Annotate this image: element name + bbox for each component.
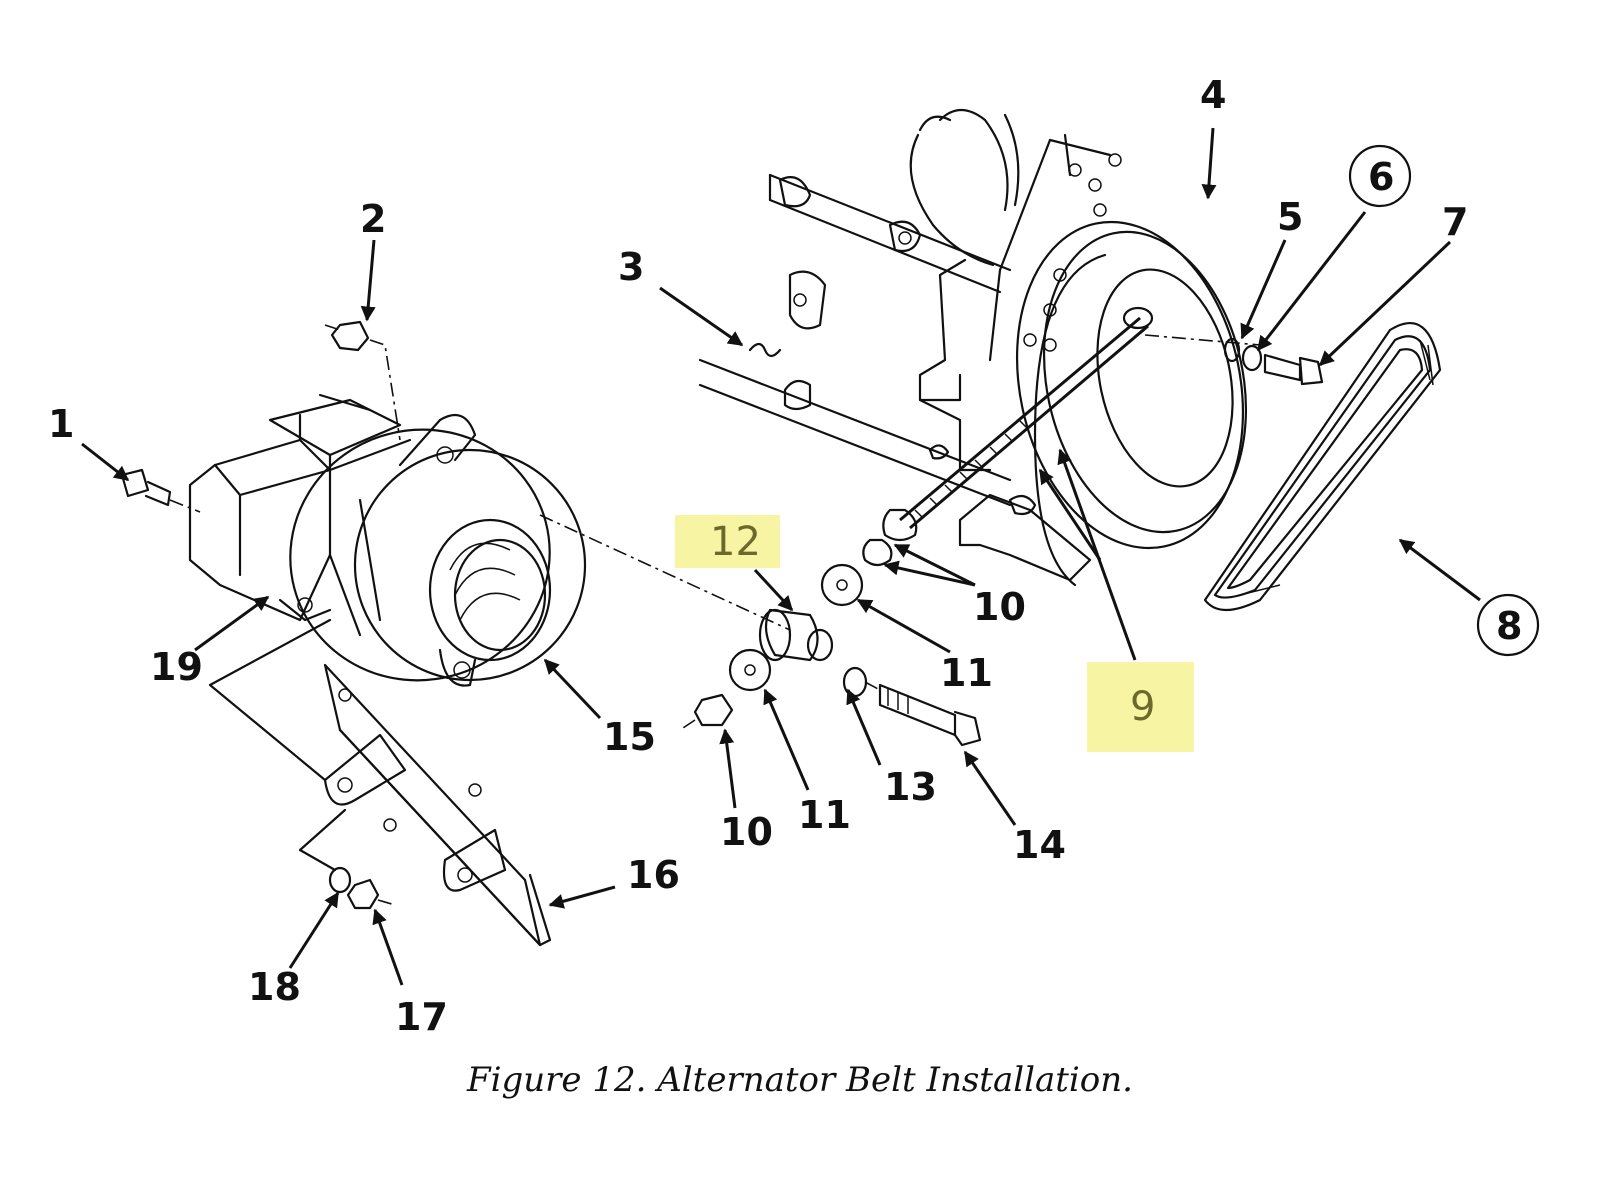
highlight-box-9	[1087, 662, 1194, 752]
callout-label-8: 8	[1496, 604, 1522, 648]
callout-label-9: 9	[1130, 684, 1155, 730]
figure-caption: Figure 12. Alternator Belt Installation.	[467, 1060, 1133, 1100]
callout-label-6: 6	[1368, 155, 1394, 199]
callout-label-17: 17	[395, 995, 448, 1039]
callout-label-16: 16	[627, 853, 680, 897]
callout-label-1: 1	[48, 402, 74, 446]
callout-label-5: 5	[1277, 195, 1303, 239]
adjusting-hardware	[539, 514, 982, 747]
leader-arrows	[81, 127, 1481, 986]
callout-label-11a: 11	[940, 651, 993, 695]
callout-label-7: 7	[1442, 200, 1468, 244]
callout-label-3: 3	[618, 245, 644, 289]
highlight-box-12	[675, 515, 780, 568]
washer-and-nut-bottom	[328, 866, 396, 910]
alternator-belt	[1203, 322, 1442, 611]
callout-label-10a: 10	[973, 585, 1026, 629]
callout-circle-6	[1348, 144, 1412, 208]
alternator-bracket	[208, 618, 552, 947]
callout-label-13: 13	[884, 765, 937, 809]
callout-label-10b: 10	[720, 810, 773, 854]
nut-top	[324, 320, 401, 441]
alternator	[188, 393, 587, 687]
callout-label-4: 4	[1200, 73, 1226, 117]
callout-label-11b: 11	[798, 793, 851, 837]
adjusting-rod	[862, 306, 1154, 567]
callout-label-15: 15	[603, 715, 656, 759]
pulley-bolt-and-washers	[1144, 334, 1324, 386]
callout-label-19: 19	[150, 645, 203, 689]
callout-label-2: 2	[360, 197, 386, 241]
callout-label-12: 12	[710, 519, 761, 565]
callout-circle-8	[1476, 593, 1540, 657]
crankshaft-pulley	[1015, 220, 1248, 587]
callout-label-18: 18	[248, 965, 301, 1009]
mounting-bolt	[120, 468, 201, 513]
callout-label-14: 14	[1013, 823, 1066, 867]
engine-marker-squiggle	[748, 342, 782, 358]
